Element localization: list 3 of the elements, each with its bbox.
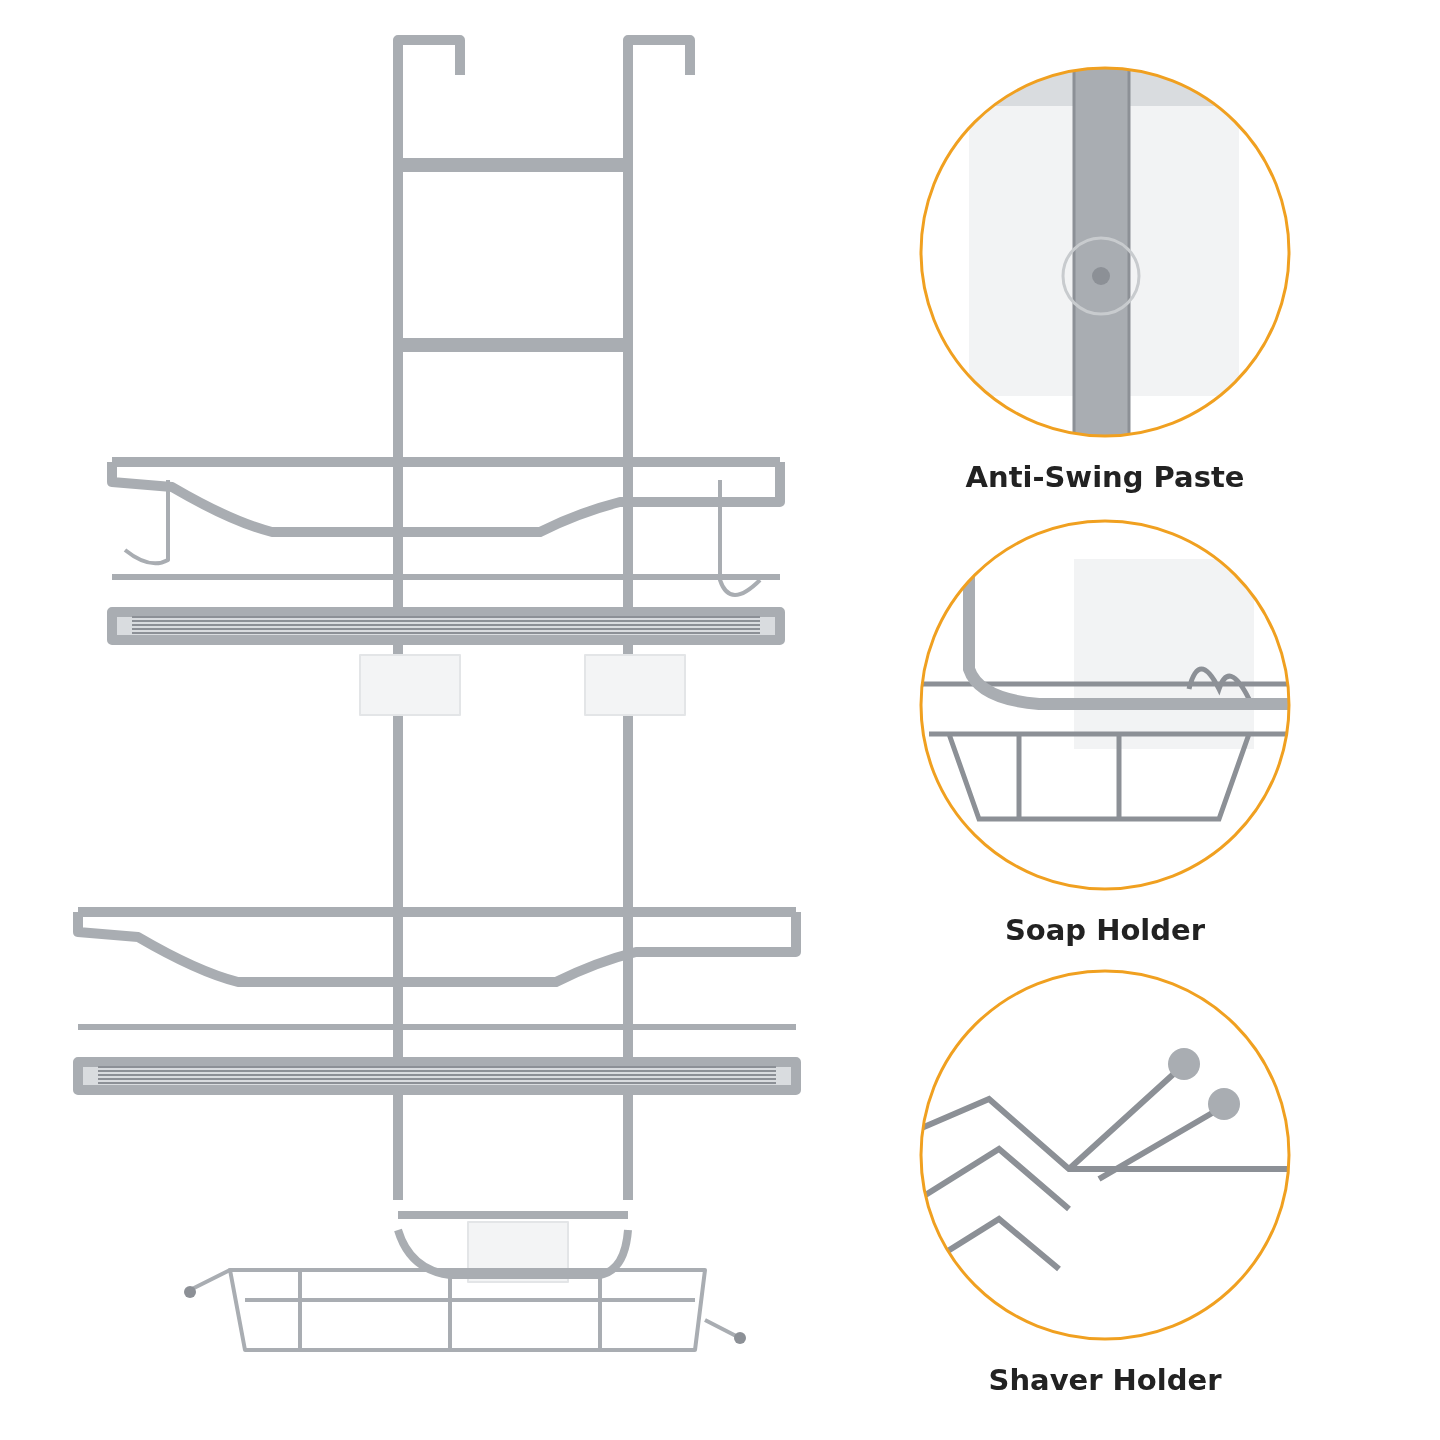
node-label: Anti-Swing Paste — [965, 460, 1245, 494]
node-label: Soap Holder — [1004, 913, 1206, 947]
node-label: Shaver Holder — [988, 1363, 1222, 1397]
